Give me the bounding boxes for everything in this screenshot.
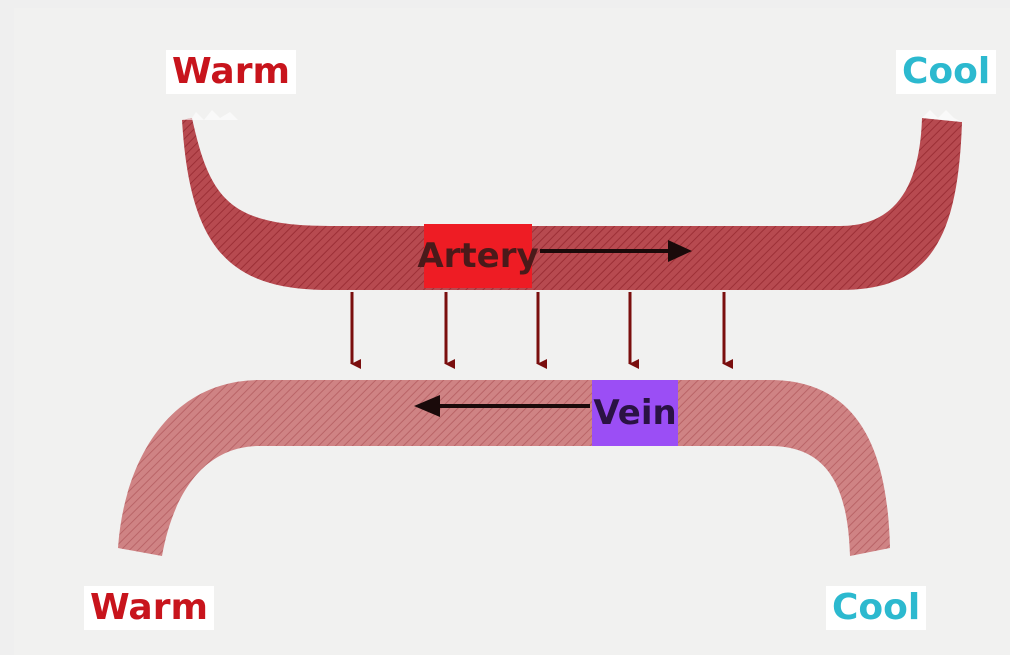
- heat-transfer-arrows: [352, 292, 724, 364]
- artery-tag: Artery: [424, 224, 532, 288]
- cool-label-top: Cool: [896, 50, 996, 94]
- vein-tag: Vein: [592, 380, 678, 446]
- artery-vessel: [182, 118, 962, 290]
- warm-label-bottom: Warm: [84, 586, 214, 630]
- cool-label-bottom: Cool: [826, 586, 926, 630]
- warm-label-top: Warm: [166, 50, 296, 94]
